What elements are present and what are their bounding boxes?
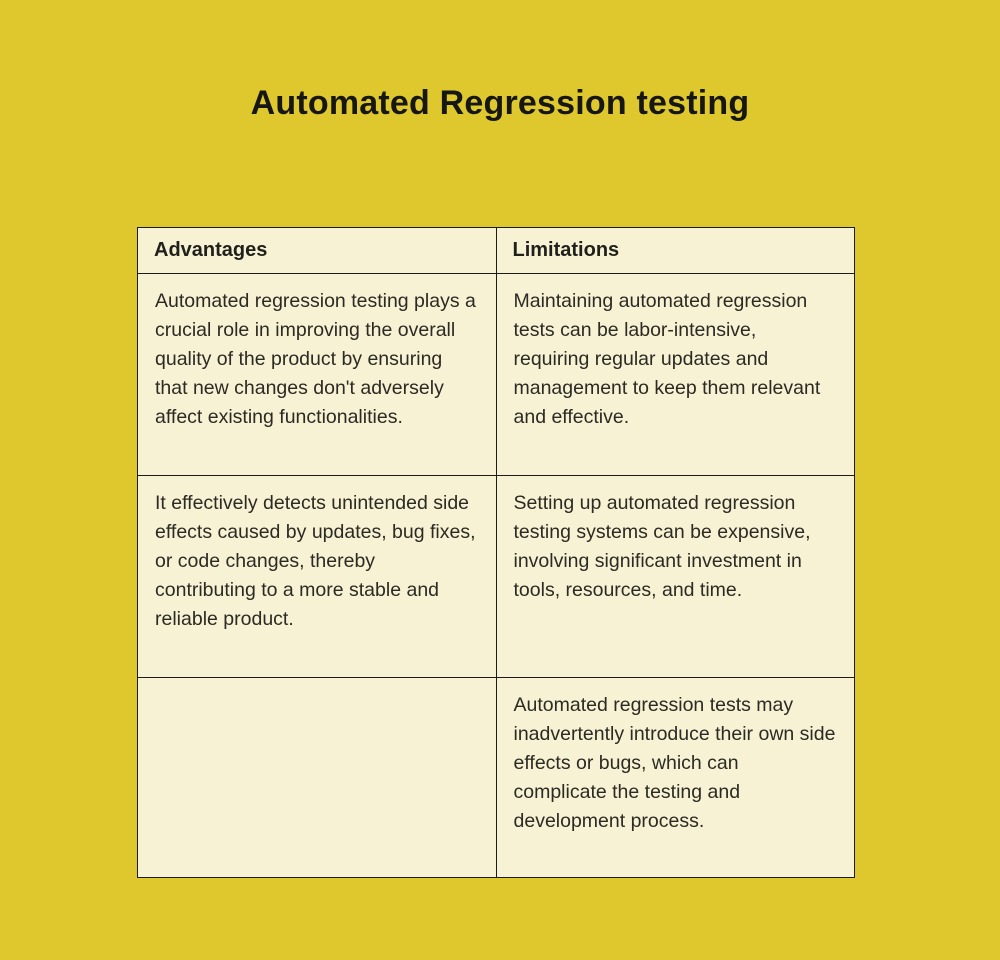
limitations-cell: Automated regression tests may inadverte… [495,677,855,878]
limitations-cell: Setting up automated regression testing … [495,475,855,678]
advantages-cell: Automated regression testing plays a cru… [137,273,497,476]
table-row: Automated regression tests may inadverte… [137,677,855,878]
limitations-cell: Maintaining automated regression tests c… [495,273,855,476]
advantages-cell-empty [137,677,497,878]
table-header-row: Advantages Limitations [137,227,855,274]
table-row: Automated regression testing plays a cru… [137,273,855,476]
table-row: It effectively detects unintended side e… [137,475,855,678]
column-header-limitations: Limitations [495,227,855,274]
advantages-limitations-table: Advantages Limitations Automated regress… [137,227,855,878]
page-title: Automated Regression testing [250,84,750,122]
column-header-advantages: Advantages [137,227,497,274]
advantages-cell: It effectively detects unintended side e… [137,475,497,678]
